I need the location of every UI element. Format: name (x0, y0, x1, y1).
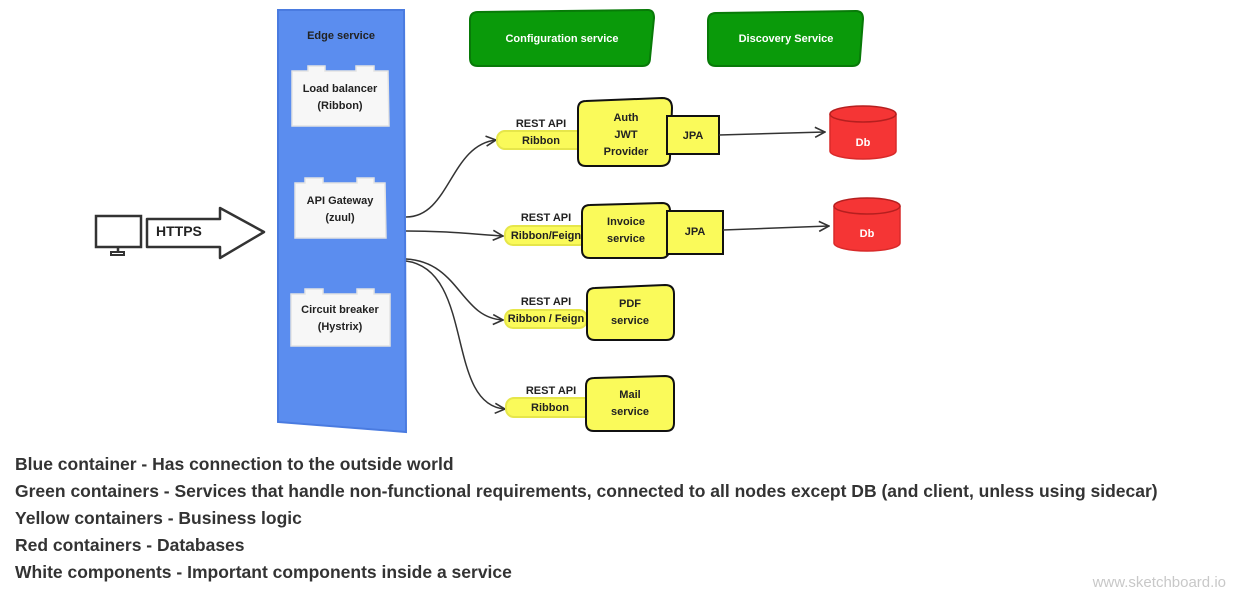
invoice-db-connector (722, 226, 829, 230)
discovery-service-container: Discovery Service (707, 9, 865, 67)
auth-jpa-box (666, 115, 720, 155)
legend-item-yellow: Yellow containers - Business logic (15, 508, 302, 528)
circuit-breaker-tech: (Hystrix) (318, 321, 363, 333)
api-gateway-label: API Gateway (307, 195, 375, 207)
mail-service-line2: service (611, 406, 649, 418)
load-balancer-tech: (Ribbon) (317, 100, 363, 112)
client-computer-icon (94, 214, 143, 256)
pdf-service: REST API Ribbon / Feign PDF service (504, 283, 675, 341)
auth-database-label: Db (856, 137, 871, 149)
invoice-service: REST API Ribbon/Feign Invoice service JP… (504, 201, 829, 259)
invoice-service-line1: Invoice (607, 216, 645, 228)
auth-service: REST API Ribbon Auth JWT Provider JPA (496, 96, 825, 167)
https-arrow: HTTPS (145, 206, 266, 260)
legend-item-blue: Blue container - Has connection to the o… (15, 454, 454, 474)
circuit-breaker-label: Circuit breaker (301, 304, 379, 316)
connector-invoice (405, 231, 503, 236)
auth-database: Db (829, 105, 897, 160)
auth-db-connector (718, 132, 825, 135)
legend-item-red: Red containers - Databases (15, 535, 245, 555)
configuration-service-container: Configuration service (469, 8, 656, 67)
pdf-client-lib-label: Ribbon / Feign (508, 313, 585, 325)
auth-service-line2: JWT (614, 129, 638, 141)
auth-jpa-label: JPA (683, 130, 704, 142)
auth-service-line3: Provider (604, 146, 649, 158)
mail-service: REST API Ribbon Mail service (505, 374, 675, 432)
mail-service-line1: Mail (619, 389, 640, 401)
watermark: www.sketchboard.io (1092, 574, 1226, 591)
invoice-rest-api-label: REST API (521, 212, 571, 224)
https-label: HTTPS (156, 223, 202, 239)
invoice-jpa-label: JPA (685, 226, 706, 238)
connector-mail (405, 260, 505, 409)
auth-client-lib-label: Ribbon (522, 135, 560, 147)
discovery-service-label: Discovery Service (739, 33, 834, 45)
gateway-connectors (405, 140, 505, 409)
pdf-service-line1: PDF (619, 298, 641, 310)
api-gateway-component: API Gateway (zuul) (294, 177, 387, 239)
mail-client-lib-label: Ribbon (531, 402, 569, 414)
invoice-database: Db (833, 197, 901, 252)
edge-service-container: Edge service Load balancer (Ribbon) API … (277, 9, 408, 434)
invoice-jpa-box (666, 210, 724, 255)
auth-rest-api-label: REST API (516, 118, 566, 130)
invoice-database-label: Db (860, 228, 875, 240)
connector-auth (405, 140, 496, 218)
edge-service-title: Edge service (307, 30, 375, 42)
circuit-breaker-component: Circuit breaker (Hystrix) (290, 288, 391, 347)
load-balancer-component: Load balancer (Ribbon) (291, 65, 390, 127)
pdf-service-line2: service (611, 315, 649, 327)
legend: Blue container - Has connection to the o… (15, 451, 1158, 586)
api-gateway-tech: (zuul) (325, 212, 355, 224)
invoice-service-line2: service (607, 233, 645, 245)
pdf-rest-api-label: REST API (521, 296, 571, 308)
legend-item-white: White components - Important components … (15, 562, 512, 582)
legend-item-green: Green containers - Services that handle … (15, 481, 1158, 501)
invoice-client-lib-label: Ribbon/Feign (511, 230, 582, 242)
configuration-service-label: Configuration service (505, 33, 618, 45)
connector-pdf (405, 258, 503, 320)
load-balancer-label: Load balancer (303, 83, 378, 95)
mail-rest-api-label: REST API (526, 385, 576, 397)
auth-service-line1: Auth (613, 112, 638, 124)
